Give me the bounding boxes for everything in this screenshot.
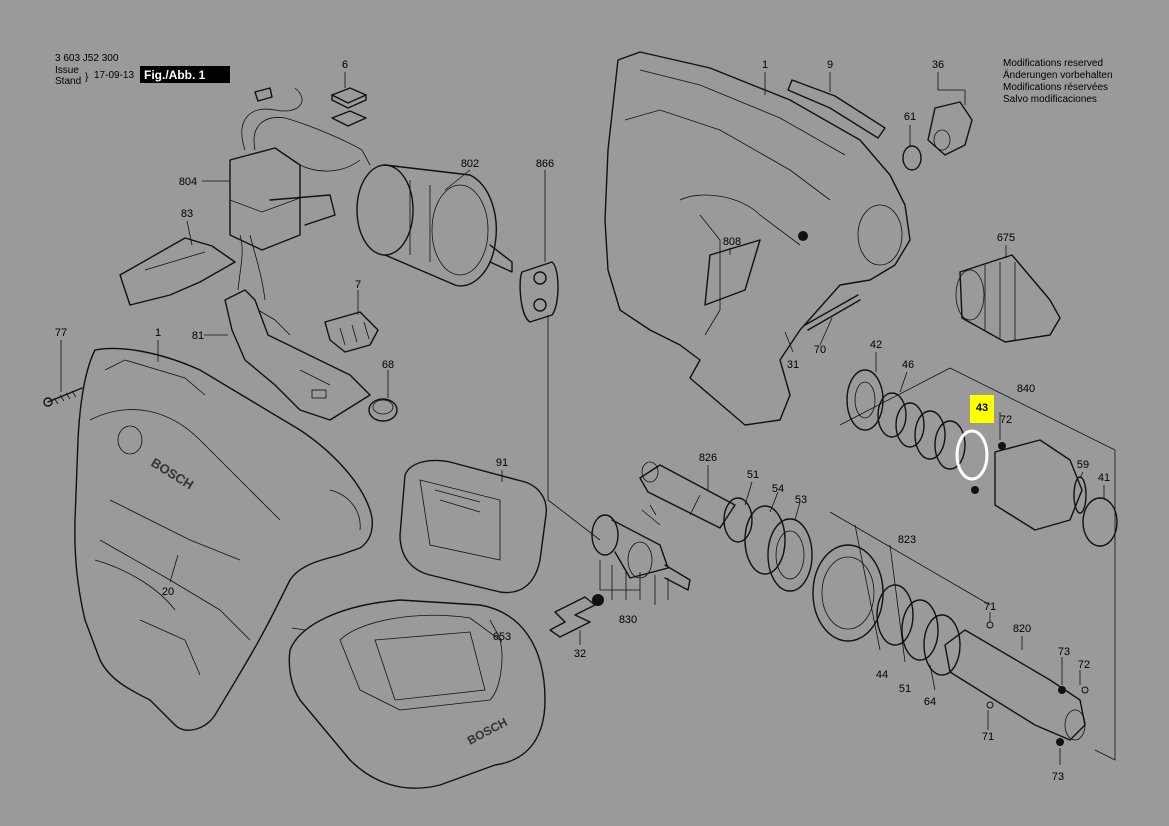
label-6: 6 xyxy=(342,59,348,71)
clutch-840-drawing xyxy=(846,369,1118,547)
label-68: 68 xyxy=(382,359,394,371)
fig-label: Fig./Abb. 1 xyxy=(144,68,206,82)
label-64: 64 xyxy=(924,696,936,708)
label-54: 54 xyxy=(772,483,784,495)
label-73-lower: 73 xyxy=(1052,771,1064,783)
label-53: 53 xyxy=(795,494,807,506)
cap-68-drawing xyxy=(368,398,398,422)
header: 3 603 J52 300 Issue Stand } 17-09-13 Fig… xyxy=(55,53,230,87)
fig-label-box xyxy=(140,66,230,83)
ring-43-highlighted xyxy=(955,429,989,481)
rings-51-54-53-drawing xyxy=(723,497,813,592)
marker-x-icon xyxy=(592,594,604,606)
modifications-notice: Modifications reserved Änderungen vorbeh… xyxy=(1003,58,1113,105)
housing-left-drawing: BOSCH xyxy=(74,347,373,731)
label-41: 41 xyxy=(1098,472,1110,484)
label-9: 9 xyxy=(827,59,833,71)
notice-line-fr: Modifications réservées xyxy=(1003,82,1108,93)
motor-802-drawing xyxy=(356,164,513,287)
label-71-lower: 71 xyxy=(982,731,994,743)
label-1-upper: 1 xyxy=(762,59,768,71)
chuck-675-drawing xyxy=(955,254,1061,343)
battery-91-drawing xyxy=(399,459,547,594)
brace-glyph: } xyxy=(85,72,89,83)
label-61: 61 xyxy=(904,111,916,123)
clip-32-drawing xyxy=(549,594,604,638)
notice-line-en: Modifications reserved xyxy=(1003,58,1103,69)
label-73-upper: 73 xyxy=(1058,646,1070,658)
gear-823-drawing xyxy=(812,544,961,676)
issue-date: 17-09-13 xyxy=(94,70,134,81)
notice-line-es: Salvo modificaciones xyxy=(1003,94,1097,105)
label-653: 653 xyxy=(493,631,511,643)
label-44: 44 xyxy=(876,669,888,681)
charger-653-drawing: BOSCH xyxy=(288,599,546,789)
oring-61-drawing xyxy=(902,145,922,171)
label-72-lower: 72 xyxy=(1078,659,1090,671)
label-83: 83 xyxy=(181,208,193,220)
label-72-upper: 72 xyxy=(1000,414,1012,426)
label-830: 830 xyxy=(619,614,637,626)
issue-label: Issue xyxy=(55,65,79,76)
housing-right-drawing xyxy=(604,51,911,426)
label-77: 77 xyxy=(55,327,67,339)
bosch-logo-charger: BOSCH xyxy=(465,715,510,748)
highlight-43-box xyxy=(970,395,994,423)
label-20: 20 xyxy=(162,586,174,598)
label-43: 43 xyxy=(976,402,988,414)
label-42: 42 xyxy=(870,339,882,351)
stand-label: Stand xyxy=(55,76,81,87)
label-1-housing: 1 xyxy=(155,327,161,339)
label-675: 675 xyxy=(997,232,1015,244)
label-804: 804 xyxy=(179,176,197,188)
plate-83-drawing xyxy=(119,237,236,306)
part-labels: 6 804 83 81 77 1 802 866 7 68 91 20 653 … xyxy=(55,59,1110,783)
label-802: 802 xyxy=(461,158,479,170)
label-91: 91 xyxy=(496,457,508,469)
switch-804-drawing xyxy=(229,87,371,301)
gearset-830-drawing xyxy=(591,504,691,591)
label-808: 808 xyxy=(723,236,741,248)
bosch-logo-housing: BOSCH xyxy=(148,455,196,493)
doc-number: 3 603 J52 300 xyxy=(55,53,119,64)
label-59: 59 xyxy=(1077,459,1089,471)
label-820: 820 xyxy=(1013,623,1031,635)
notice-line-de: Änderungen vorbehalten xyxy=(1003,69,1113,81)
label-866: 866 xyxy=(536,158,554,170)
label-7: 7 xyxy=(355,279,361,291)
connector-7-drawing xyxy=(324,311,379,353)
screw-77-drawing xyxy=(43,387,83,407)
lever-36-drawing xyxy=(927,101,973,156)
label-36: 36 xyxy=(932,59,944,71)
label-840: 840 xyxy=(1017,383,1035,395)
shaft-820-drawing xyxy=(944,621,1089,746)
label-46: 46 xyxy=(902,359,914,371)
leader-lines xyxy=(60,72,1116,765)
spindle-826-drawing xyxy=(639,461,736,529)
label-826: 826 xyxy=(699,452,717,464)
bearing-866-drawing xyxy=(519,261,559,323)
label-51-lower: 51 xyxy=(899,683,911,695)
strip-9-drawing xyxy=(787,79,886,139)
label-51-upper: 51 xyxy=(747,469,759,481)
label-71-upper: 71 xyxy=(984,601,996,613)
label-823: 823 xyxy=(898,534,916,546)
label-81: 81 xyxy=(192,330,204,342)
label-70: 70 xyxy=(814,344,826,356)
label-31: 31 xyxy=(787,359,799,371)
contact-6-drawing xyxy=(331,87,367,127)
label-32: 32 xyxy=(574,648,586,660)
pin-70-drawing xyxy=(804,294,861,331)
board-81-drawing xyxy=(224,289,371,421)
